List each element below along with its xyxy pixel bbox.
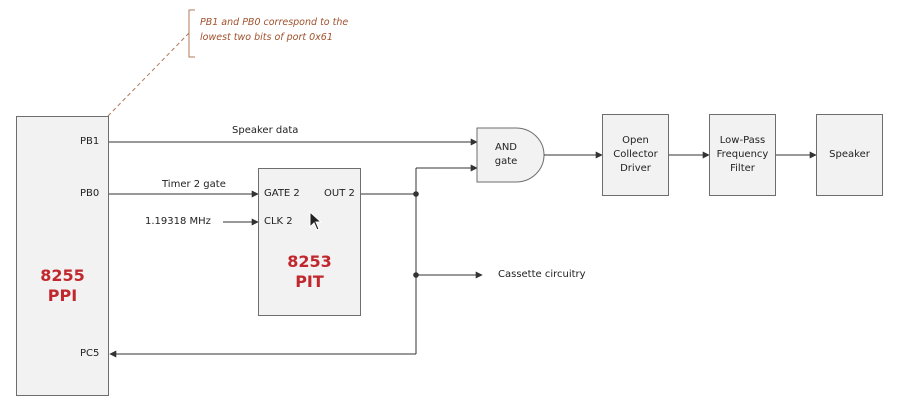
driver-label-line-3: Driver [620, 163, 651, 174]
driver-label-line-1: Open [622, 135, 649, 146]
and-gate-shape [476, 127, 545, 183]
ppi-pin-pb0: PB0 [80, 188, 100, 199]
filter-label-line-1: Low-Pass [719, 135, 766, 146]
and-gate-label-line-2: gate [494, 156, 518, 167]
ppi-pin-pb1: PB1 [80, 136, 100, 147]
junction-dot-top [413, 191, 419, 197]
cassette-circuitry-label: Cassette circuitry [498, 269, 586, 280]
and-gate-label-line-1: AND [494, 142, 518, 153]
ppi-name-line-1: 8255 [40, 266, 85, 285]
note-line-1: PB1 and PB0 correspond to the [200, 17, 349, 28]
pit-pin-gate2: GATE 2 [264, 188, 300, 199]
filter-box [709, 114, 776, 196]
pit-pin-clk2: CLK 2 [264, 216, 293, 227]
pit-name-line-1: 8253 [287, 252, 332, 271]
ppi-name-line-2: PPI [47, 286, 78, 305]
pit-pin-out2: OUT 2 [324, 188, 355, 199]
filter-label-line-3: Filter [730, 163, 755, 174]
note-leader-line [107, 32, 190, 117]
note-line-2: lowest two bits of port 0x61 [200, 32, 333, 43]
junction-dot-bottom [413, 272, 419, 278]
pit-name-line-2: PIT [295, 272, 324, 291]
note-bracket [188, 9, 195, 58]
speaker-label: Speaker [829, 149, 870, 160]
filter-label-line-2: Frequency [716, 149, 769, 160]
speaker-box [816, 114, 883, 196]
ppi-chip [16, 116, 109, 396]
pit-chip [258, 168, 361, 316]
clock-frequency-label: 1.19318 MHz [145, 216, 211, 227]
speaker-data-label: Speaker data [232, 125, 299, 136]
driver-box [602, 114, 669, 196]
timer-gate-label: Timer 2 gate [162, 179, 226, 190]
mouse-pointer-icon [309, 211, 323, 231]
ppi-pin-pc5: PC5 [80, 348, 100, 359]
driver-label-line-2: Collector [613, 149, 658, 160]
